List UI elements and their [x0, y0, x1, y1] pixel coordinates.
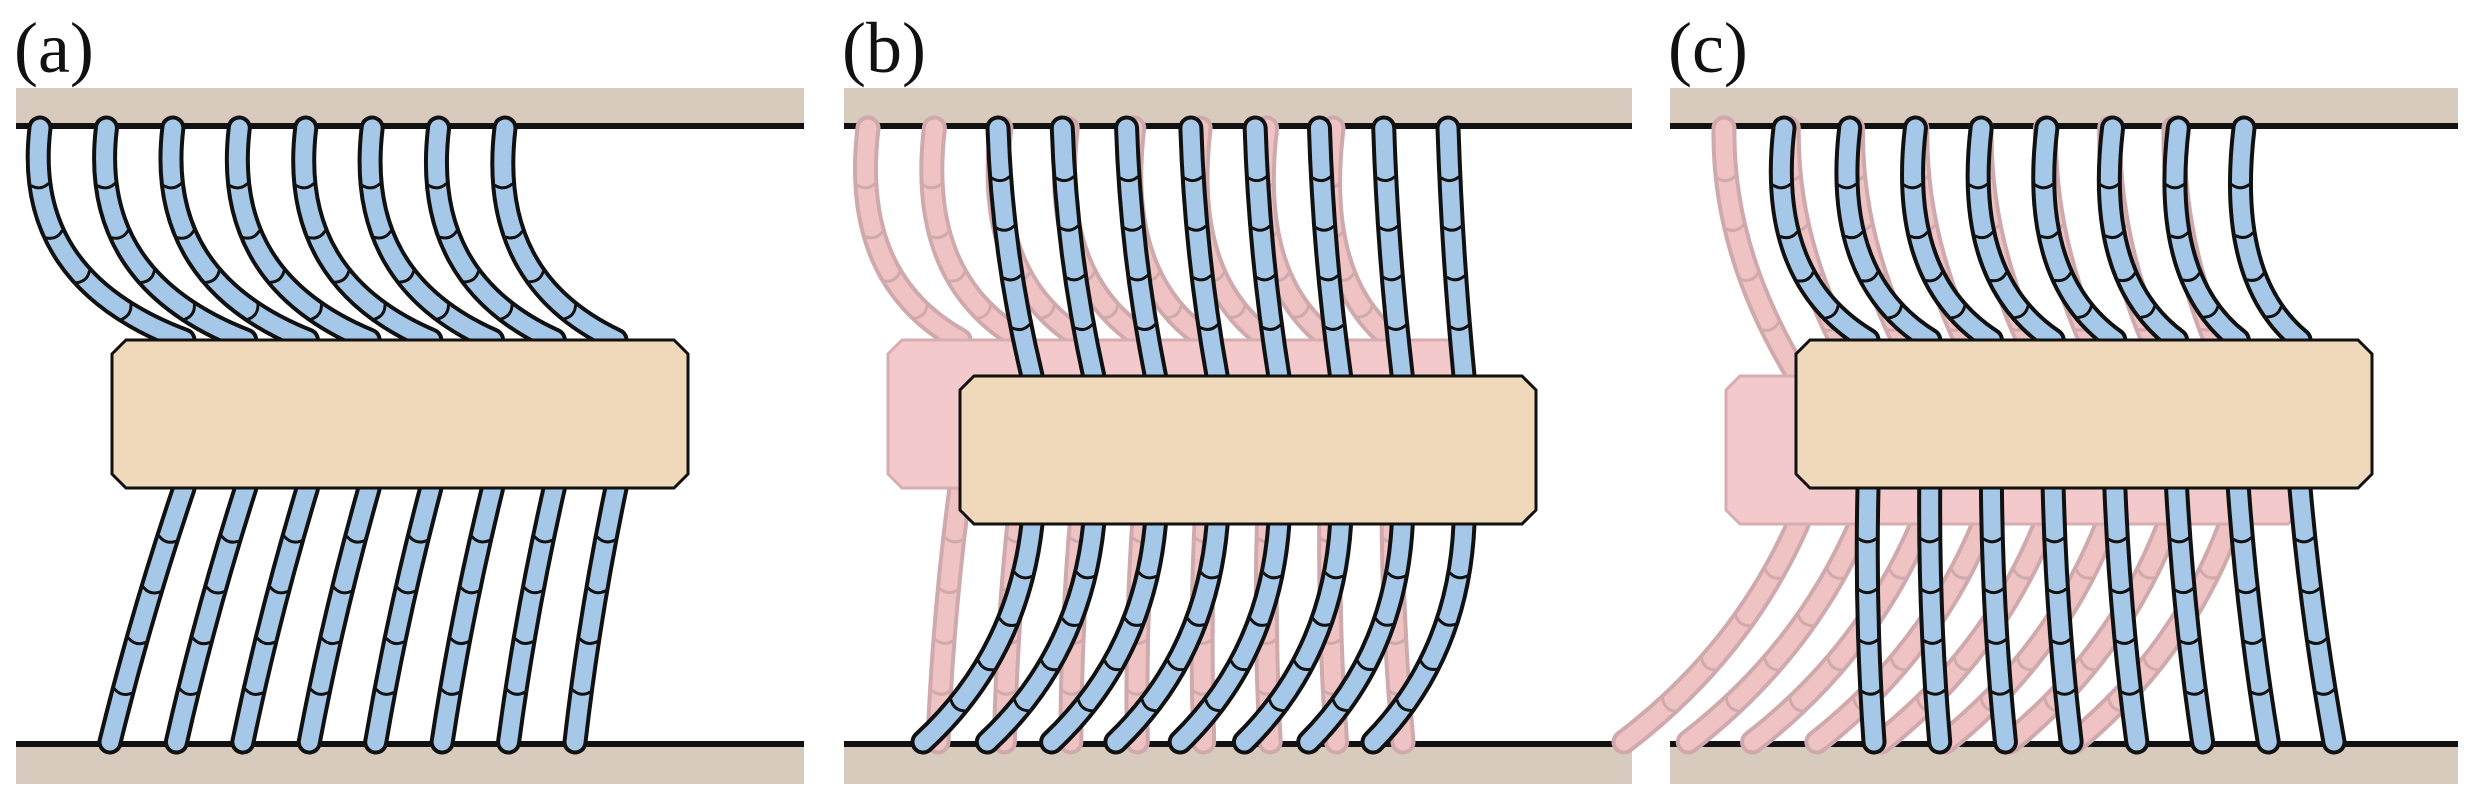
upper-fiber: [2031, 115, 2128, 353]
upper-fiber: [1242, 115, 1292, 389]
lower-fiber: [1231, 511, 1354, 755]
ghost-upper-fiber: [853, 115, 973, 353]
panel-b: (b): [842, 8, 1632, 784]
lower-fiber: [97, 475, 197, 755]
upper-fiber: [25, 115, 197, 353]
upper-fiber: [2162, 115, 2251, 353]
upper-fiber: [1114, 115, 1168, 389]
upper-fiber: [1965, 115, 2066, 353]
upper-fiber: [2096, 115, 2190, 353]
lower-fiber: [910, 511, 1045, 755]
panel-label: (a): [14, 8, 94, 88]
lower-fiber: [1103, 511, 1230, 755]
lower-fiber: [2102, 475, 2150, 755]
lower-fiber: [363, 475, 444, 755]
panel-label: (c): [1668, 8, 1748, 88]
lower-fiber: [562, 475, 629, 755]
upper-fiber: [490, 115, 629, 353]
lower-fiber: [1360, 511, 1477, 755]
ghost-lower-fiber: [1675, 511, 1873, 755]
ghost-upper-fiber: [1711, 115, 1811, 389]
upper-fiber: [2227, 115, 2313, 353]
panel-label: (b): [842, 8, 926, 88]
upper-fiber: [291, 115, 444, 353]
lower-fiber: [1296, 511, 1415, 755]
bottom-plate: [16, 746, 804, 784]
lower-fiber: [2287, 475, 2347, 755]
lower-fiber: [163, 475, 259, 755]
lower-fiber: [429, 475, 506, 755]
lower-fiber: [2225, 475, 2281, 755]
panel-a: (a): [14, 8, 804, 784]
upper-fiber: [1834, 115, 1943, 353]
lower-fiber: [2040, 475, 2084, 755]
lower-fiber: [296, 475, 382, 755]
upper-fiber: [1371, 115, 1415, 389]
lower-fiber: [2164, 475, 2216, 755]
block: [958, 374, 1538, 526]
upper-fiber: [1435, 115, 1477, 389]
panel-c: (c): [1611, 8, 2458, 784]
ghost-upper-fiber: [919, 115, 1035, 353]
ghost-lower-fiber: [1611, 511, 1811, 755]
top-plate: [1670, 88, 2458, 124]
upper-fiber: [1049, 115, 1107, 389]
lower-fiber: [1039, 511, 1168, 755]
bottom-plate: [1670, 746, 2458, 784]
ghost-lower-fiber: [1997, 511, 2181, 755]
upper-fiber: [1900, 115, 2004, 353]
lower-fiber: [496, 475, 567, 755]
upper-fiber: [1768, 115, 1881, 353]
lower-fiber: [974, 511, 1107, 755]
upper-fiber: [158, 115, 320, 353]
upper-fiber: [1178, 115, 1230, 389]
lower-fiber: [1978, 475, 2018, 755]
lower-fiber: [230, 475, 320, 755]
upper-fiber: [357, 115, 506, 353]
block: [1794, 338, 2374, 490]
lower-fiber: [1917, 475, 1953, 755]
upper-fiber: [985, 115, 1045, 389]
top-plate: [844, 88, 1632, 124]
lower-fiber: [1167, 511, 1292, 755]
upper-fiber: [423, 115, 567, 353]
top-plate: [16, 88, 804, 124]
lower-fiber: [1854, 475, 1887, 755]
upper-fiber: [224, 115, 382, 353]
block: [110, 338, 690, 490]
upper-fiber: [1306, 115, 1354, 389]
upper-fiber: [92, 115, 259, 353]
